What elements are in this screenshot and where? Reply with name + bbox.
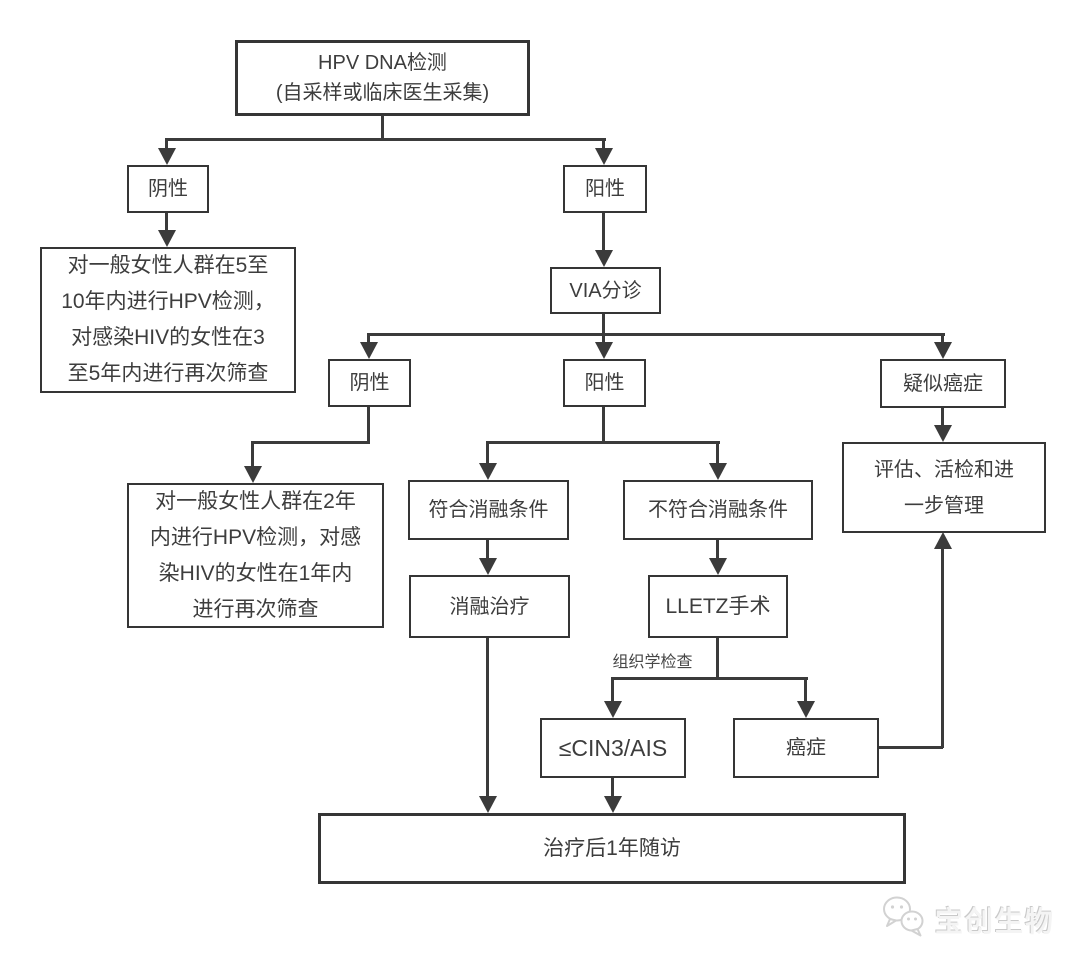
node-negative-2: 阴性 (328, 359, 411, 407)
edge-into-noteligible-stub (716, 443, 719, 465)
arrow-into-ablation-treatment (479, 558, 497, 575)
edge-via-split-bar (367, 333, 945, 336)
edge-positive2-split-bar (486, 441, 720, 444)
edge-positive1-to-via (602, 213, 605, 253)
arrow-into-followup-right (604, 796, 622, 813)
node-cin3-ais: ≤CIN3/AIS (540, 718, 686, 778)
arrow-into-evaluation-bottom (934, 532, 952, 549)
arrow-into-cancer (797, 701, 815, 718)
edge-hpvtest-split-stem (381, 115, 384, 140)
node-positive-2: 阳性 (563, 359, 646, 407)
edge-positive2-split-stem (602, 407, 605, 444)
edge-into-suspected-stub (941, 335, 944, 344)
node-lletz-surgery: LLETZ手术 (648, 575, 788, 638)
node-rescreen-2-years: 对一般女性人群在2年 内进行HPV检测，对感 染HIV的女性在1年内 进行再次筛… (127, 483, 384, 628)
wechat-bubbles-icon (880, 895, 928, 944)
edge-into-negative2-stub (367, 335, 370, 344)
edge-histology-split-bar (611, 677, 808, 680)
arrow-into-lletz (709, 558, 727, 575)
edge-into-positive2-stub (602, 335, 605, 344)
node-negative-1: 阴性 (127, 165, 209, 213)
node-followup-1-year: 治疗后1年随访 (318, 813, 906, 884)
node-evaluation-biopsy-management: 评估、活检和进 一步管理 (842, 442, 1046, 533)
arrow-into-suspected-cancer (934, 342, 952, 359)
arrow-into-positive2 (595, 342, 613, 359)
watermark-brand-text: 宝创生物 (935, 905, 1056, 937)
edge-lletz-histology-stem (716, 638, 719, 680)
node-suspected-cancer: 疑似癌症 (880, 359, 1006, 408)
arrow-into-ablation-eligible (479, 463, 497, 480)
edge-ablation-to-followup (486, 638, 489, 800)
edge-into-cin3-stub (611, 679, 614, 703)
node-via-triage: VIA分诊 (550, 267, 661, 314)
edge-cin3-to-followup (611, 778, 614, 800)
edge-into-eligible-stub (486, 443, 489, 465)
edge-suspected-to-evaluation (941, 408, 944, 427)
arrow-into-rescreen-2 (244, 466, 262, 483)
edge-via-split-stem (602, 314, 605, 335)
node-positive-1: 阳性 (563, 165, 647, 213)
arrow-into-ablation-not-eligible (709, 463, 727, 480)
edge-into-positive1-stub (602, 140, 605, 150)
arrow-into-cin3-ais (604, 701, 622, 718)
arrow-into-rescreen-5-10 (158, 230, 176, 247)
edge-negative2-elbow-down (367, 407, 370, 444)
edge-negative2-elbow-drop (251, 441, 254, 468)
node-cancer: 癌症 (733, 718, 879, 778)
edge-into-cancer-stub (804, 679, 807, 703)
arrow-into-negative2 (360, 342, 378, 359)
watermark: 宝创生物 (880, 895, 1055, 944)
edge-negative1-to-rescreen (165, 213, 168, 233)
edge-label-histology-exam: 组织学检查 (612, 654, 693, 671)
node-hpv-dna-test: HPV DNA检测 (自采样或临床医生采集) (235, 40, 530, 116)
node-ablation-treatment: 消融治疗 (409, 575, 570, 638)
arrow-into-evaluation-top (934, 425, 952, 442)
arrow-into-positive1 (595, 148, 613, 165)
node-ablation-not-eligible: 不符合消融条件 (623, 480, 813, 540)
arrow-into-negative1 (158, 148, 176, 165)
edge-cancer-elbow-across (879, 746, 943, 749)
node-rescreen-5-10-years: 对一般女性人群在5至 10年内进行HPV检测， 对感染HIV的女性在3 至5年内… (40, 247, 296, 393)
arrow-into-via (595, 250, 613, 267)
arrow-into-followup-left (479, 796, 497, 813)
edge-hpvtest-split-bar (165, 138, 606, 141)
edge-negative2-elbow-across (251, 441, 370, 444)
edge-noteligible-to-lletz (716, 540, 719, 560)
edge-into-negative1-stub (165, 140, 168, 150)
edge-eligible-to-ablation (486, 540, 489, 560)
node-ablation-eligible: 符合消融条件 (408, 480, 569, 540)
edge-cancer-elbow-up (941, 548, 944, 748)
